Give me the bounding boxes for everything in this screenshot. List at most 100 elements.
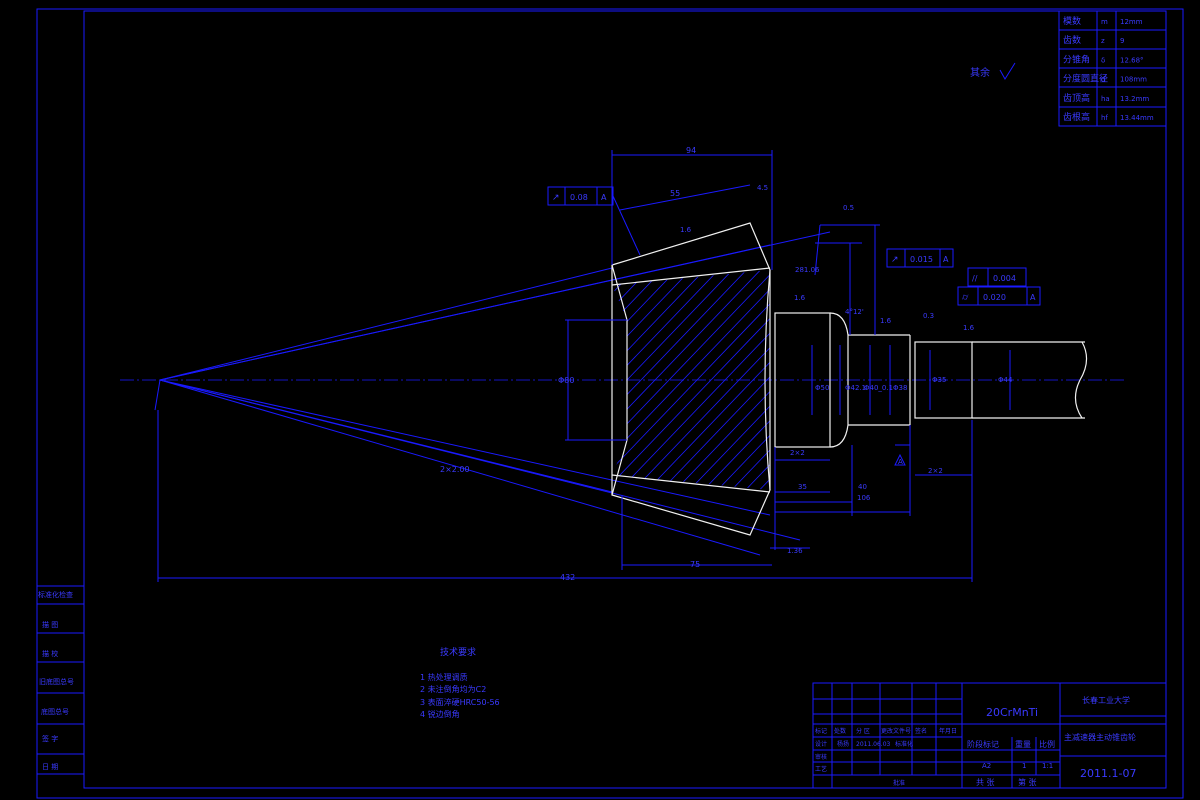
hatch-line: [721, 270, 770, 490]
svg-text:杨扬: 杨扬: [837, 740, 849, 748]
svg-text:比例: 比例: [1039, 739, 1055, 749]
svg-text:A: A: [943, 255, 949, 264]
svg-text:0.08: 0.08: [570, 193, 588, 202]
hatch-line: [707, 270, 770, 490]
svg-text:第 张: 第 张: [1018, 777, 1037, 787]
svg-text:工艺: 工艺: [815, 765, 827, 773]
svg-text:0.020: 0.020: [983, 293, 1006, 302]
side-table: 标准化检查 描 图 描 校 旧底图总号 底图总号 签 字 日 期: [36, 585, 85, 775]
svg-text:阶段标记: 阶段标记: [967, 739, 999, 749]
svg-text:重量: 重量: [1015, 739, 1031, 749]
material: 20CrMnTi: [986, 706, 1038, 719]
dimension-lines: [158, 150, 1011, 582]
tech-requirements: 技术要求 1 热处理调质 2 未注倒角均为C2 3 表面淬硬HRC50-56 4…: [420, 646, 500, 719]
svg-text:75: 75: [690, 560, 700, 569]
svg-text:签名: 签名: [915, 727, 927, 735]
roughness-note: 其余: [970, 66, 990, 79]
svg-text:年月日: 年月日: [939, 727, 957, 735]
param-cell: d: [1101, 76, 1105, 84]
svg-text:A: A: [601, 193, 607, 202]
hatch-line: [612, 270, 770, 490]
svg-text:标记: 标记: [815, 727, 827, 735]
hatch-line: [612, 270, 687, 490]
svg-text:1 热处理调质: 1 热处理调质: [420, 672, 468, 682]
svg-text:标准化检查: 标准化检查: [38, 590, 73, 599]
param-cell: z: [1101, 37, 1105, 45]
shaft-outline: [774, 312, 1088, 448]
param-cell: 齿数: [1063, 34, 1081, 46]
svg-text:设计: 设计: [815, 740, 827, 748]
hatch-line: [612, 270, 770, 490]
param-cell: m: [1101, 18, 1108, 26]
roughness-icon: [999, 62, 1016, 80]
svg-text:更改文件号: 更改文件号: [881, 727, 911, 735]
svg-text:1.6: 1.6: [794, 294, 806, 302]
svg-text:Φ42.1: Φ42.1: [845, 384, 866, 392]
hatch-line: [612, 270, 701, 490]
svg-text:40: 40: [858, 483, 867, 491]
hatch-line: [693, 270, 770, 490]
svg-text:35: 35: [798, 483, 807, 491]
param-cell: 分度圆直径: [1063, 73, 1108, 85]
svg-text:2 未注倒角均为C2: 2 未注倒角均为C2: [420, 684, 486, 694]
svg-text://: //: [972, 274, 978, 283]
svg-text:↗: ↗: [891, 255, 899, 265]
svg-text:Φ44: Φ44: [998, 376, 1013, 384]
hatch-line: [612, 270, 659, 490]
svg-text:1.6: 1.6: [963, 324, 975, 332]
svg-text:0.004: 0.004: [993, 274, 1016, 283]
param-cell: hf: [1101, 114, 1108, 122]
cone-lines: [154, 231, 831, 582]
school: 长春工业大学: [1082, 695, 1130, 705]
hatch-line: [665, 270, 770, 490]
svg-text:分 区: 分 区: [856, 727, 870, 735]
svg-text:432: 432: [560, 573, 575, 582]
svg-text:Φ80: Φ80: [558, 376, 574, 385]
tech-title: 技术要求: [440, 646, 476, 658]
hatch-line: [612, 270, 757, 490]
param-cell: 12.68°: [1120, 56, 1144, 64]
svg-text:日 期: 日 期: [42, 763, 58, 771]
hatch-line: [637, 270, 770, 490]
title-block: 20CrMnTi 长春工业大学 主减速器主动锥齿轮 标记 处数 分 区 更改文件…: [812, 682, 1167, 789]
param-cell: δ: [1101, 56, 1105, 64]
param-cell: 13.2mm: [1120, 95, 1149, 103]
svg-text:1.6: 1.6: [680, 226, 692, 234]
param-cell: 齿顶高: [1063, 92, 1090, 104]
svg-text:4.5: 4.5: [757, 184, 768, 192]
hatch-line: [612, 270, 770, 490]
svg-text:批准: 批准: [893, 779, 905, 787]
svg-text:共 张: 共 张: [976, 778, 995, 787]
svg-text:2011.06.03: 2011.06.03: [856, 741, 891, 748]
svg-text:1.6: 1.6: [880, 317, 892, 325]
svg-text:1: 1: [1022, 762, 1026, 770]
inner-frame: [83, 10, 1167, 789]
svg-text:1.36: 1.36: [787, 547, 803, 555]
dimension-texts: 94 55 4.5 0.5 1.6 1.6 1.6 1.6 0.3 Φ80 Φ5…: [440, 146, 1013, 582]
gear-outline: [611, 222, 771, 536]
svg-text:2×2.00: 2×2.00: [440, 465, 470, 474]
hatch-line: [612, 270, 715, 490]
svg-text:A: A: [1030, 293, 1036, 302]
svg-text:55: 55: [670, 189, 680, 198]
svg-text:4°12': 4°12': [845, 308, 864, 316]
svg-text:标准化: 标准化: [895, 740, 913, 748]
svg-text:底图总号: 底图总号: [41, 707, 69, 716]
gear-hatch: [612, 270, 770, 490]
param-cell: 108mm: [1120, 76, 1147, 84]
svg-text:0.015: 0.015: [910, 255, 933, 264]
hatch-line: [612, 270, 770, 490]
tolerance-frames: ↗ 0.08 A ↗ 0.015 A // 0.004 ⌭ 0.020 A: [547, 186, 1041, 306]
hatch-line: [679, 270, 770, 490]
param-cell: 模数: [1063, 15, 1081, 27]
outer-frame: [36, 8, 1184, 799]
hatch-line: [612, 270, 770, 490]
svg-text:描 图: 描 图: [42, 620, 58, 629]
svg-text:94: 94: [686, 146, 696, 155]
svg-text:2×2: 2×2: [790, 449, 805, 457]
drawing-date: 2011.1-07: [1080, 767, 1136, 780]
svg-text:A2: A2: [982, 762, 991, 770]
hatch-line: [612, 270, 770, 490]
svg-text:处数: 处数: [834, 727, 846, 735]
